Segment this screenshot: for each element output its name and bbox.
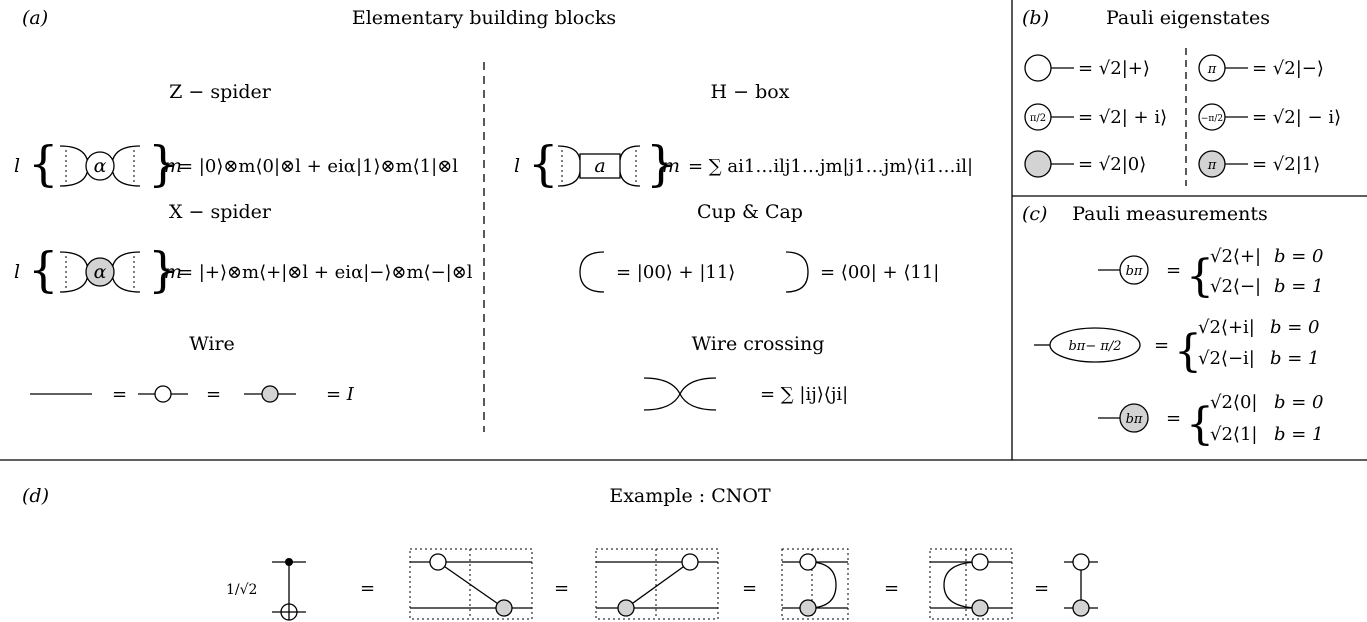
h-box-equation: = ∑ ai1…ilj1…jm|j1…jm⟩⟨i1…il| [688,156,973,177]
measurement-y: bπ− π/2 = { √2⟨+i| b = 0 √2⟨−i| b = 1 [1034,317,1320,377]
z-spider-title: Z − spider [169,81,272,103]
eigenstate-one-phase: π [1207,158,1217,173]
x-spider-left-brace: { [28,242,59,298]
measurement-x-brace: { [1186,251,1214,302]
x-spider-phase: α [94,261,107,283]
x-spider-left-index: l [14,261,20,283]
measurement-y-case0: √2⟨+i| [1198,317,1255,338]
measurement-x-case0: √2⟨+| [1210,246,1261,267]
cnot-eq-1: = [360,578,375,599]
z-spider-symbol: α [59,145,141,187]
cap-equation: = ⟨00| + ⟨11| [820,262,939,283]
wire-equation: = I [326,384,355,405]
measurement-x-cond0: b = 0 [1274,246,1324,267]
eigenstate-one: π = √2|1⟩ [1198,150,1320,178]
measurement-x-case1: √2⟨−| [1210,276,1261,297]
h-box-label: a [594,155,605,177]
wire-crossing-symbol [643,377,717,411]
measurement-z-case0: √2⟨0| [1210,392,1257,413]
cnot-zx-diagram-1 [409,548,533,620]
cnot-zx-diagram-3 [781,548,849,620]
measurement-y-brace: { [1174,326,1202,377]
eigenstate-minus-phase: π [1207,62,1217,77]
measurement-y-case1: √2⟨−i| [1198,348,1255,369]
cnot-eq-2: = [554,578,569,599]
h-box-symbol: a [557,145,641,187]
z-spider-left-brace: { [28,136,59,192]
h-box-left-index: l [514,155,520,177]
panel-c-title: Pauli measurements [1072,203,1267,225]
cnot-prefactor: 1/√2 [226,582,257,598]
x-spider-equation: = |+⟩⊗m⟨+|⊗l + eiα|−⟩⊗m⟨−|⊗l [178,262,473,283]
cnot-eq-3: = [742,578,757,599]
eigenstate-plus-i: π/2 = √2| + i⟩ [1024,103,1167,131]
measurement-z-cond0: b = 0 [1274,392,1324,413]
measurement-y-cond0: b = 0 [1270,317,1320,338]
measurement-y-cond1: b = 1 [1270,348,1320,369]
wire-title: Wire [189,333,235,355]
z-spider-right-index: m [164,155,182,177]
x-spider-right-brace: } [148,242,179,298]
cnot-zx-diagram-5 [1064,553,1098,617]
cnot-zx-diagram-2 [595,548,719,620]
cnot-circuit [272,558,306,621]
measurement-y-equals: = [1154,335,1169,356]
cnot-eq-4: = [884,578,899,599]
eigenstate-plus-eq: = √2|+⟩ [1078,58,1150,79]
z-spider-equation: = |0⟩⊗m⟨0|⊗l + eiα|1⟩⊗m⟨1|⊗l [178,156,458,177]
eigenstate-plus-i-eq: = √2| + i⟩ [1078,107,1167,128]
h-box-right-brace: } [646,136,677,192]
h-box-left-brace: { [528,136,559,192]
measurement-x-equals: = [1166,260,1181,281]
eigenstate-plus: = √2|+⟩ [1024,54,1150,82]
cup-equation: = |00⟩ + |11⟩ [616,262,735,283]
z-spider-phase: α [94,155,107,177]
panel-c-label: (c) [1022,203,1047,225]
z-spider-right-brace: } [148,136,179,192]
eigenstate-zero-eq: = √2|0⟩ [1078,154,1146,175]
measurement-z: bπ = { √2⟨0| b = 0 √2⟨1| b = 1 [1098,392,1324,450]
panel-d-title: Example : CNOT [609,485,771,507]
measurement-x-cond1: b = 1 [1274,276,1324,297]
h-box-title: H − box [711,81,790,103]
cup-cap-title: Cup & Cap [697,201,803,223]
measurement-x: bπ = { √2⟨+| b = 0 √2⟨−| b = 1 [1098,246,1324,302]
measurement-x-phase: bπ [1126,264,1143,279]
wire-crossing-equation: = ∑ |ij⟩⟨ji| [760,384,848,405]
measurement-z-case1: √2⟨1| [1210,424,1257,445]
x-spider-symbol: α [59,251,141,293]
wire-eq1: = [112,384,127,405]
eigenstate-minus-i: −π/2 = √2| − i⟩ [1198,103,1341,131]
cnot-zx-diagram-4 [929,548,1013,620]
measurement-y-phase: bπ− π/2 [1068,339,1121,354]
cnot-eq-5: = [1034,578,1049,599]
eigenstate-minus-eq: = √2|−⟩ [1252,58,1324,79]
wire-x-node [244,385,296,403]
cap-symbol [785,251,809,293]
eigenstate-minus: π = √2|−⟩ [1198,54,1324,82]
wire-crossing-title: Wire crossing [692,333,825,355]
h-box-right-index: m [662,155,680,177]
wire-z-node [138,385,188,403]
measurement-z-phase: bπ [1126,412,1143,427]
measurement-z-brace: { [1186,399,1214,450]
panel-a-title: Elementary building blocks [352,7,616,29]
eigenstate-minus-i-eq: = √2| − i⟩ [1252,107,1341,128]
eigenstate-one-eq: = √2|1⟩ [1252,154,1320,175]
panel-a-label: (a) [22,7,48,29]
panel-b-label: (b) [1022,7,1049,29]
x-spider-right-index: m [164,261,182,283]
eigenstate-plus-i-phase: π/2 [1030,113,1046,124]
measurement-z-cond1: b = 1 [1274,424,1324,445]
wire-eq2: = [206,384,221,405]
x-spider-title: X − spider [169,201,272,223]
z-spider-left-index: l [14,155,20,177]
panel-b-title: Pauli eigenstates [1106,7,1270,29]
eigenstate-minus-i-phase: −π/2 [1201,114,1223,124]
panel-d-label: (d) [22,485,49,507]
eigenstate-zero: = √2|0⟩ [1024,150,1146,178]
cup-symbol [579,251,605,293]
measurement-z-equals: = [1166,408,1181,429]
